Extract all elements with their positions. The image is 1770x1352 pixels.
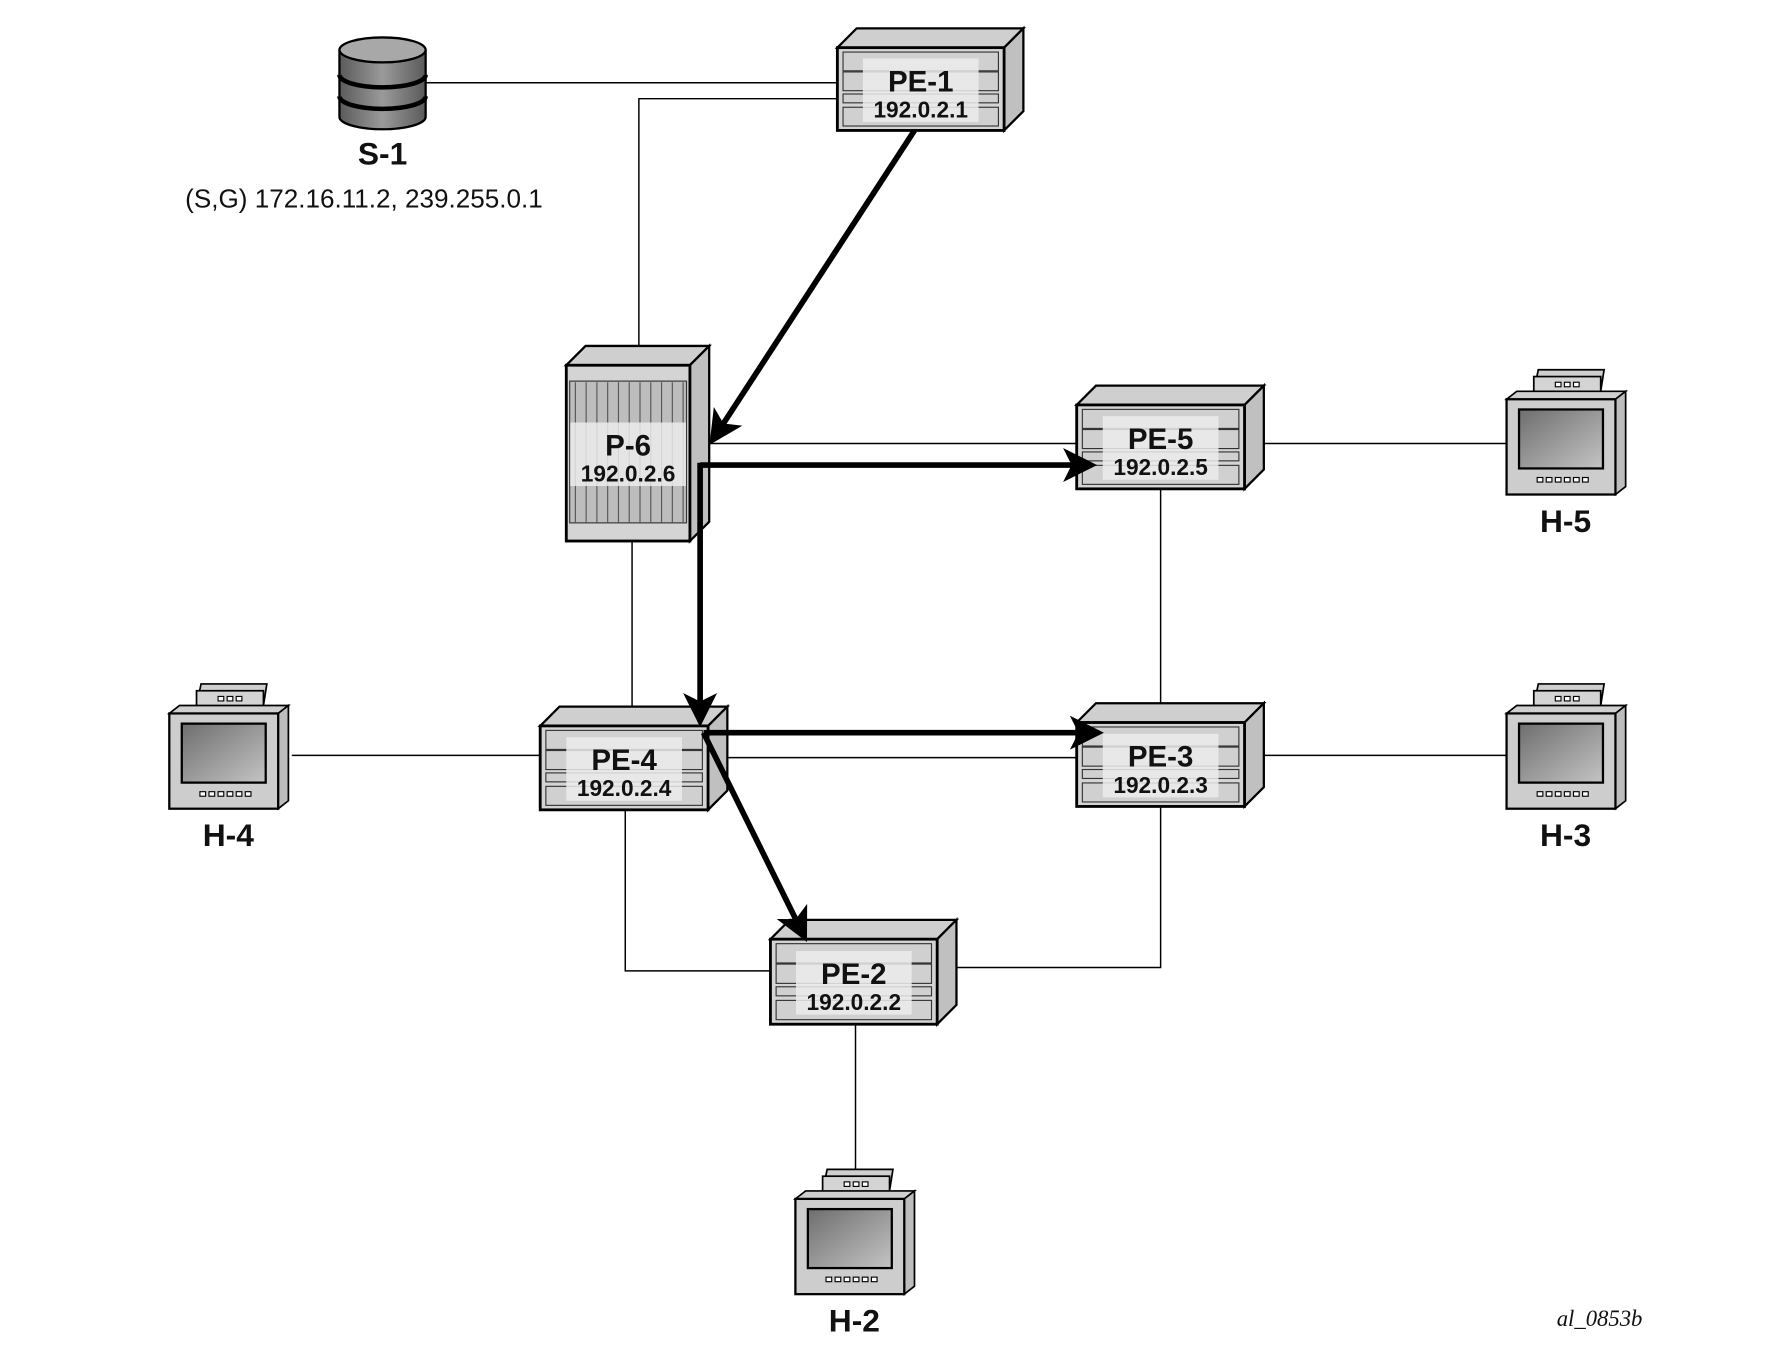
router-ip: 192.0.2.3 bbox=[1113, 772, 1208, 798]
monitor-screen bbox=[1517, 408, 1605, 470]
router-name: PE-5 bbox=[1128, 423, 1194, 456]
router-name: PE-4 bbox=[591, 744, 657, 777]
host-h-4[interactable]: H-4 bbox=[166, 683, 291, 853]
router-name: PE-3 bbox=[1128, 741, 1194, 774]
multicast-tree bbox=[683, 128, 1104, 942]
router-name: PE-1 bbox=[888, 65, 954, 98]
host-label: H-2 bbox=[829, 1303, 880, 1339]
router-ip: 192.0.2.4 bbox=[577, 775, 672, 801]
host-label: H-3 bbox=[1540, 817, 1591, 853]
links bbox=[291, 82, 1507, 1191]
host-label: H-4 bbox=[203, 817, 255, 853]
router-name: PE-2 bbox=[821, 958, 887, 991]
monitor-screen bbox=[180, 722, 267, 784]
router-ip: 192.0.2.1 bbox=[873, 96, 968, 122]
monitor-screen bbox=[806, 1207, 893, 1270]
router-ip: 192.0.2.5 bbox=[1113, 454, 1208, 480]
figure-id: al_0853b bbox=[1557, 1306, 1643, 1331]
router-ip: 192.0.2.2 bbox=[807, 989, 902, 1015]
host-label: H-5 bbox=[1540, 503, 1591, 539]
arrow-pe4-pe2 bbox=[700, 731, 808, 942]
link-pe3-pe2 bbox=[956, 806, 1162, 969]
source-label: S-1 bbox=[358, 135, 407, 171]
database-icon bbox=[337, 36, 428, 131]
host-h-2[interactable]: H-2 bbox=[792, 1168, 917, 1339]
host-h-3[interactable]: H-3 bbox=[1504, 683, 1629, 853]
sg-label: (S,G) 172.16.11.2, 239.255.0.1 bbox=[185, 184, 543, 214]
router-name: P-6 bbox=[605, 429, 651, 462]
host-h-5[interactable]: H-5 bbox=[1504, 368, 1629, 539]
link-pe4-pe2 bbox=[624, 809, 771, 972]
arrow-pe1-p6 bbox=[709, 128, 917, 445]
source-s1: S-1 (S,G) 172.16.11.2, 239.255.0.1 bbox=[185, 36, 543, 214]
monitor-screen bbox=[1517, 722, 1605, 784]
router-ip: 192.0.2.6 bbox=[581, 460, 676, 486]
link-pe1-p6 bbox=[638, 97, 838, 346]
